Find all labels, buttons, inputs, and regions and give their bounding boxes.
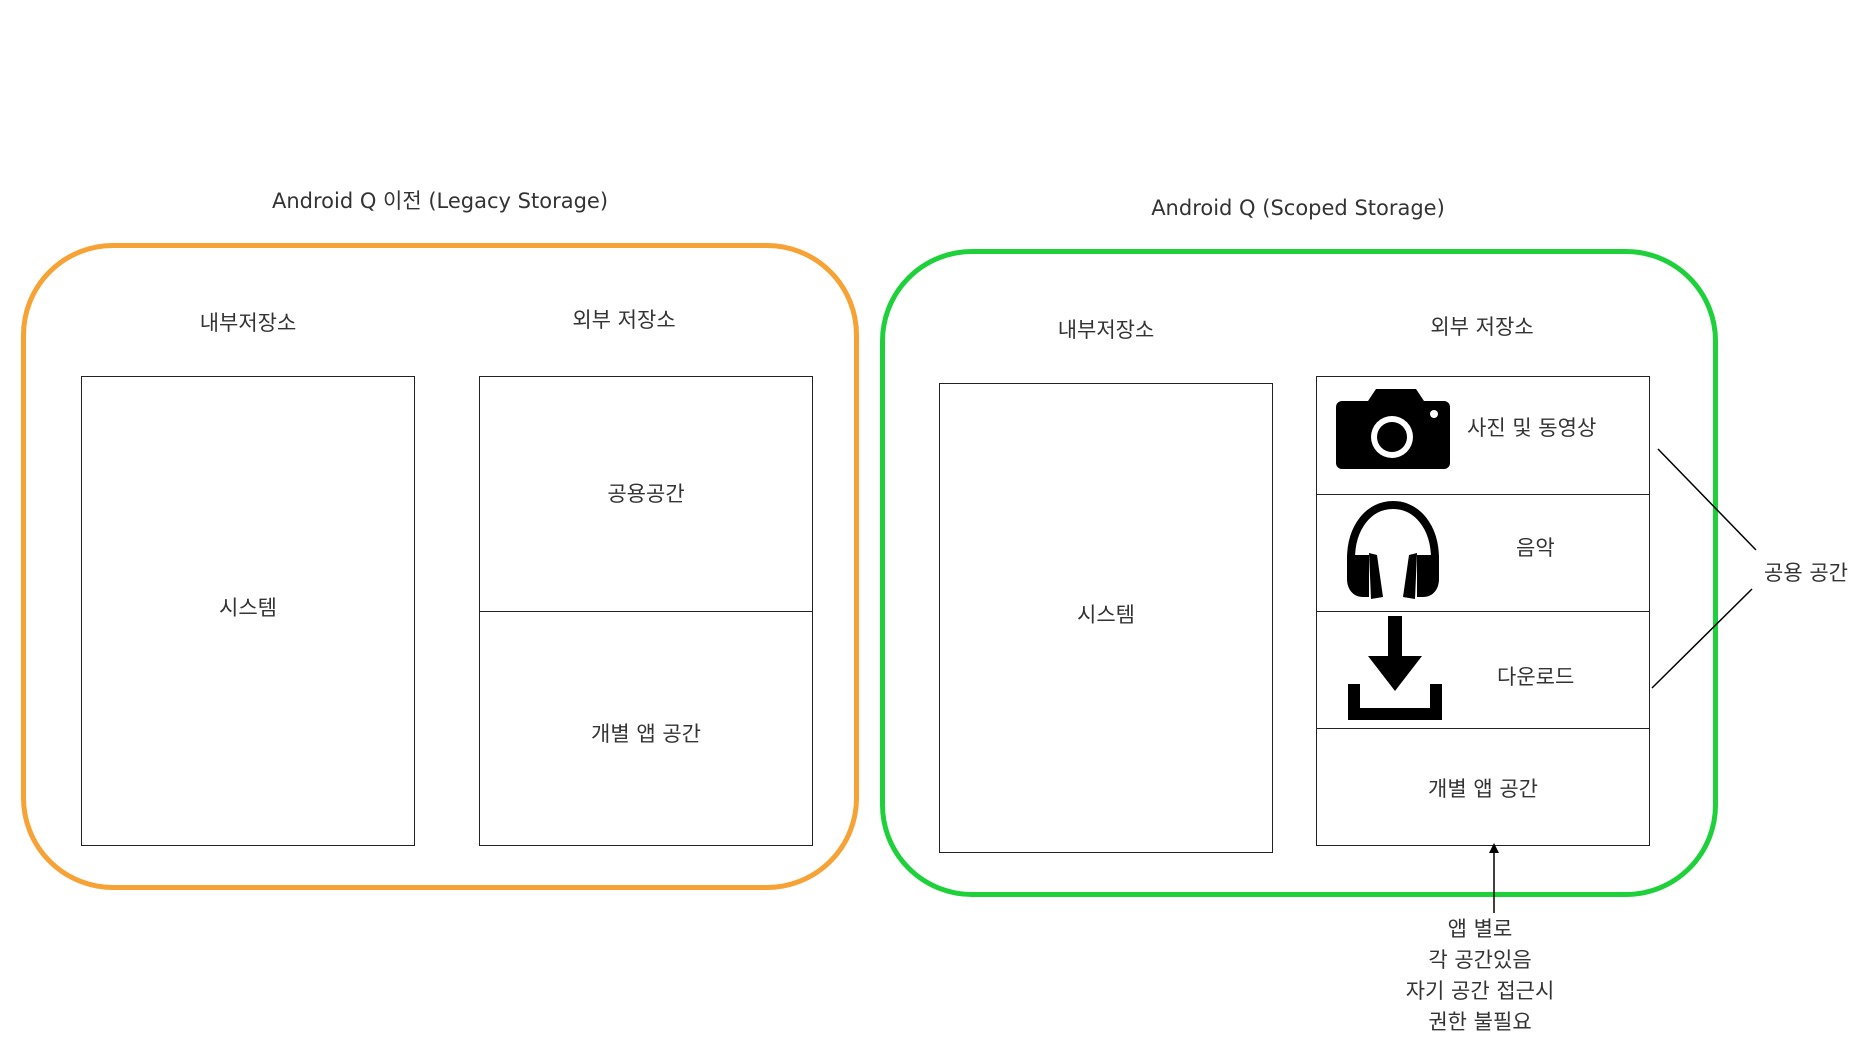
photos-videos-cell: 사진 및 동영상: [1317, 377, 1649, 494]
legacy-public-space-cell: 공용공간: [480, 377, 812, 611]
downloads-cell: 다운로드: [1317, 611, 1649, 728]
headphones-icon: [1347, 500, 1439, 599]
scoped-system-label: 시스템: [1077, 603, 1135, 627]
music-cell: 음악: [1317, 494, 1649, 611]
legacy-app-space-label: 개별 앱 공간: [591, 722, 701, 746]
legacy-internal-storage-label: 내부저장소: [199, 311, 297, 335]
note-line: 각 공간있음: [1428, 948, 1532, 972]
camera-icon: [1336, 389, 1450, 469]
downloads-label: 다운로드: [1497, 665, 1575, 689]
legacy-storage-panel: [21, 243, 859, 890]
scoped-external-storage-label: 외부 저장소: [1430, 315, 1534, 339]
music-label: 음악: [1516, 536, 1555, 560]
photos-videos-label: 사진 및 동영상: [1467, 416, 1597, 440]
download-icon: [1348, 616, 1442, 720]
legacy-app-space-cell: 개별 앱 공간: [480, 611, 812, 845]
scoped-app-space-label: 개별 앱 공간: [1428, 777, 1538, 801]
note-line: 앱 별로: [1447, 917, 1513, 941]
scoped-internal-storage-box: 시스템: [939, 383, 1273, 853]
note-arrow-head: [1489, 843, 1499, 853]
scoped-internal-storage-label: 내부저장소: [1057, 318, 1155, 342]
public-space-callout: 공용 공간: [1764, 561, 1848, 585]
legacy-public-space-label: 공용공간: [607, 482, 685, 506]
photos-connector-line: [1657, 448, 1757, 551]
legacy-external-storage-label: 외부 저장소: [572, 308, 676, 332]
scoped-storage-panel: [880, 249, 1718, 897]
legacy-system-label: 시스템: [219, 596, 277, 620]
legacy-external-storage-box: 공용공간 개별 앱 공간: [479, 376, 813, 846]
scoped-title: Android Q (Scoped Storage): [1151, 196, 1445, 220]
legacy-internal-storage-box: 시스템: [81, 376, 415, 846]
legacy-title: Android Q 이전 (Legacy Storage): [271, 189, 609, 213]
note-line: 권한 불필요: [1428, 1010, 1532, 1034]
note-line: 자기 공간 접근시: [1405, 979, 1555, 1003]
scoped-external-storage-box: 사진 및 동영상 음악 다운로드 개별 앱 공간: [1316, 376, 1650, 846]
downloads-connector-line: [1651, 588, 1753, 689]
scoped-app-space-cell: 개별 앱 공간: [1317, 728, 1649, 845]
